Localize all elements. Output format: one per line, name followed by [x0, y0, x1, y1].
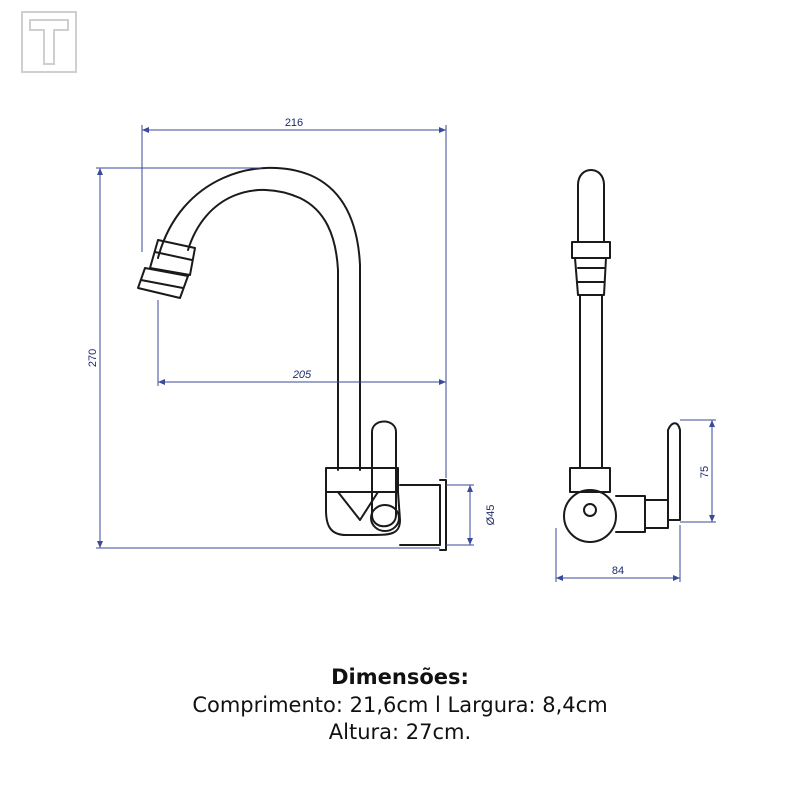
caption-title: Dimensões:: [331, 665, 469, 689]
wall-flange: [399, 484, 441, 546]
brand-logo: [21, 11, 77, 73]
side-dimension-arrows: [556, 420, 715, 581]
caption-dimensions-line: Comprimento: 21,6cm l Largura: 8,4cm: [192, 693, 608, 717]
front-dimensions: [96, 125, 474, 549]
side-aerator: [571, 241, 611, 259]
dim-label-84: 84: [612, 565, 624, 577]
dim-label-216: 216: [285, 117, 303, 129]
valve-body: [325, 467, 399, 493]
dim-label-75: 75: [699, 466, 711, 478]
side-spout-top: [577, 169, 605, 243]
front-view: [137, 166, 447, 551]
side-stem: [579, 294, 603, 469]
side-base-circle: [563, 489, 617, 543]
dim-label-205: 205: [292, 369, 312, 381]
side-dimensions: [555, 419, 716, 582]
side-view: [563, 169, 681, 543]
spout-tube: [157, 166, 361, 471]
aerator-nozzle: [149, 239, 196, 276]
front-dimension-arrows: [97, 127, 473, 548]
dim-label-270: 270: [87, 349, 99, 367]
caption-height-line: Altura: 27cm.: [328, 720, 472, 744]
lever-handle: [371, 420, 397, 528]
dim-label-diameter-45: Ø45: [485, 505, 497, 526]
side-handle: [667, 422, 681, 521]
